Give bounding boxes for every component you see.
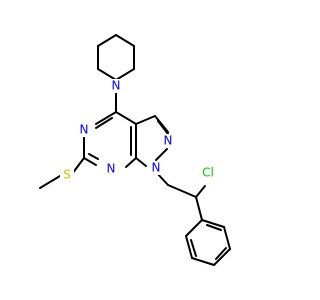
- bond: [97, 34, 117, 47]
- pyrimidine-n3-label: N: [80, 123, 89, 137]
- bond: [157, 120, 169, 135]
- label-background: [149, 161, 163, 175]
- pyrazole-ring: [135, 115, 169, 167]
- label-background: [60, 168, 74, 182]
- bond: [201, 219, 225, 228]
- bond: [185, 235, 193, 259]
- pyrimidine-n1-label: N: [107, 162, 116, 176]
- label-background: [104, 162, 118, 176]
- bond: [125, 157, 137, 168]
- bond: [95, 111, 117, 125]
- label-background: [109, 79, 123, 93]
- bond: [135, 157, 147, 167]
- label-background: [198, 166, 218, 180]
- sulfur-label: S: [63, 168, 71, 182]
- bond: [155, 148, 168, 161]
- phenyl-ring: [185, 219, 231, 266]
- bond: [135, 115, 156, 125]
- pyrazole-n1-label: N: [152, 161, 161, 175]
- bond: [195, 185, 206, 198]
- bond: [95, 117, 113, 129]
- bond: [213, 248, 231, 266]
- bond: [167, 184, 197, 198]
- bond: [88, 153, 99, 160]
- pyrazole-n2-label: N: [164, 134, 173, 148]
- bond: [191, 257, 215, 266]
- pyrimidine-ring: [83, 111, 137, 168]
- bond: [97, 68, 117, 81]
- bond: [83, 157, 97, 166]
- bond: [115, 111, 137, 125]
- bond: [190, 239, 197, 257]
- chlorine-label: Cl: [202, 166, 214, 180]
- molecule-canvas: N N N N N S Cl: [39, 34, 231, 266]
- piperidine-n-label: N: [112, 79, 121, 93]
- label-background: [161, 134, 175, 148]
- bond: [115, 34, 135, 47]
- atom-labels: N N N N N S Cl: [60, 79, 218, 182]
- bond: [195, 196, 203, 221]
- bond: [215, 247, 227, 260]
- bond: [223, 226, 231, 250]
- bond: [115, 68, 135, 81]
- bond: [185, 219, 203, 237]
- label-background: [77, 123, 91, 137]
- bond: [39, 175, 61, 189]
- bond: [206, 224, 222, 231]
- piperidine-ring: [97, 34, 135, 81]
- structure-diagram: N N N N N S Cl: [39, 34, 231, 266]
